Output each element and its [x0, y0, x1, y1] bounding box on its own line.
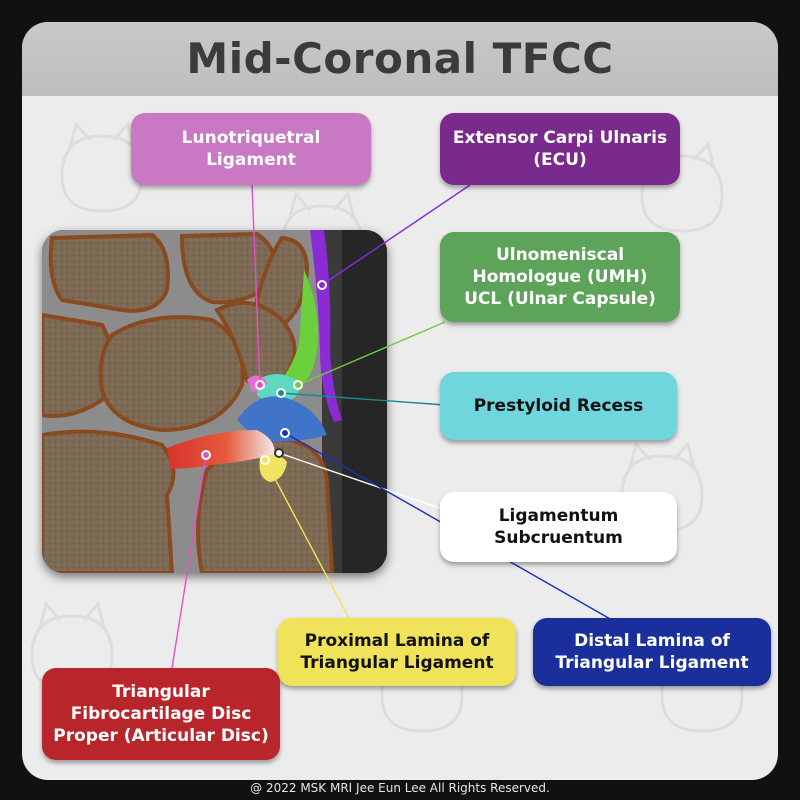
- mri-drawing: [42, 230, 387, 573]
- distal-lamina-region: [237, 396, 327, 442]
- label-disc-text: Triangular Fibrocartilage Disc Proper (A…: [53, 682, 269, 746]
- title-bar: Mid-Coronal TFCC: [22, 22, 778, 96]
- label-proximal-lamina: Proximal Lamina of Triangular Ligament: [278, 618, 516, 686]
- page-title: Mid-Coronal TFCC: [186, 34, 614, 83]
- label-prestyloid-recess: Prestyloid Recess: [440, 372, 677, 440]
- label-subcruentum-text: Ligamentum Subcruentum: [494, 506, 623, 548]
- label-prestyloid-text: Prestyloid Recess: [473, 396, 644, 416]
- label-umh-text: Ulnomeniscal Homologue (UMH) UCL (Ulnar …: [464, 245, 656, 309]
- label-lunotriquetral-text: Lunotriquetral Ligament: [181, 128, 321, 170]
- label-distal-text: Distal Lamina of Triangular Ligament: [555, 631, 749, 673]
- mri-illustration: [42, 230, 387, 573]
- copyright-footer: @ 2022 MSK MRI Jee Eun Lee All Rights Re…: [250, 781, 550, 795]
- label-distal-lamina: Distal Lamina of Triangular Ligament: [533, 618, 771, 686]
- label-ecu: Extensor Carpi Ulnaris (ECU): [440, 113, 680, 185]
- lunate-bone: [98, 315, 245, 433]
- label-lunotriquetral-ligament: Lunotriquetral Ligament: [131, 113, 371, 185]
- label-proximal-text: Proximal Lamina of Triangular Ligament: [300, 631, 494, 673]
- label-umh: Ulnomeniscal Homologue (UMH) UCL (Ulnar …: [440, 232, 680, 322]
- label-ecu-text: Extensor Carpi Ulnaris (ECU): [452, 128, 668, 170]
- label-disc-proper: Triangular Fibrocartilage Disc Proper (A…: [42, 668, 280, 760]
- radius-bone: [42, 429, 176, 573]
- carpal-bone: [48, 232, 170, 313]
- label-ligamentum-subcruentum: Ligamentum Subcruentum: [440, 492, 677, 562]
